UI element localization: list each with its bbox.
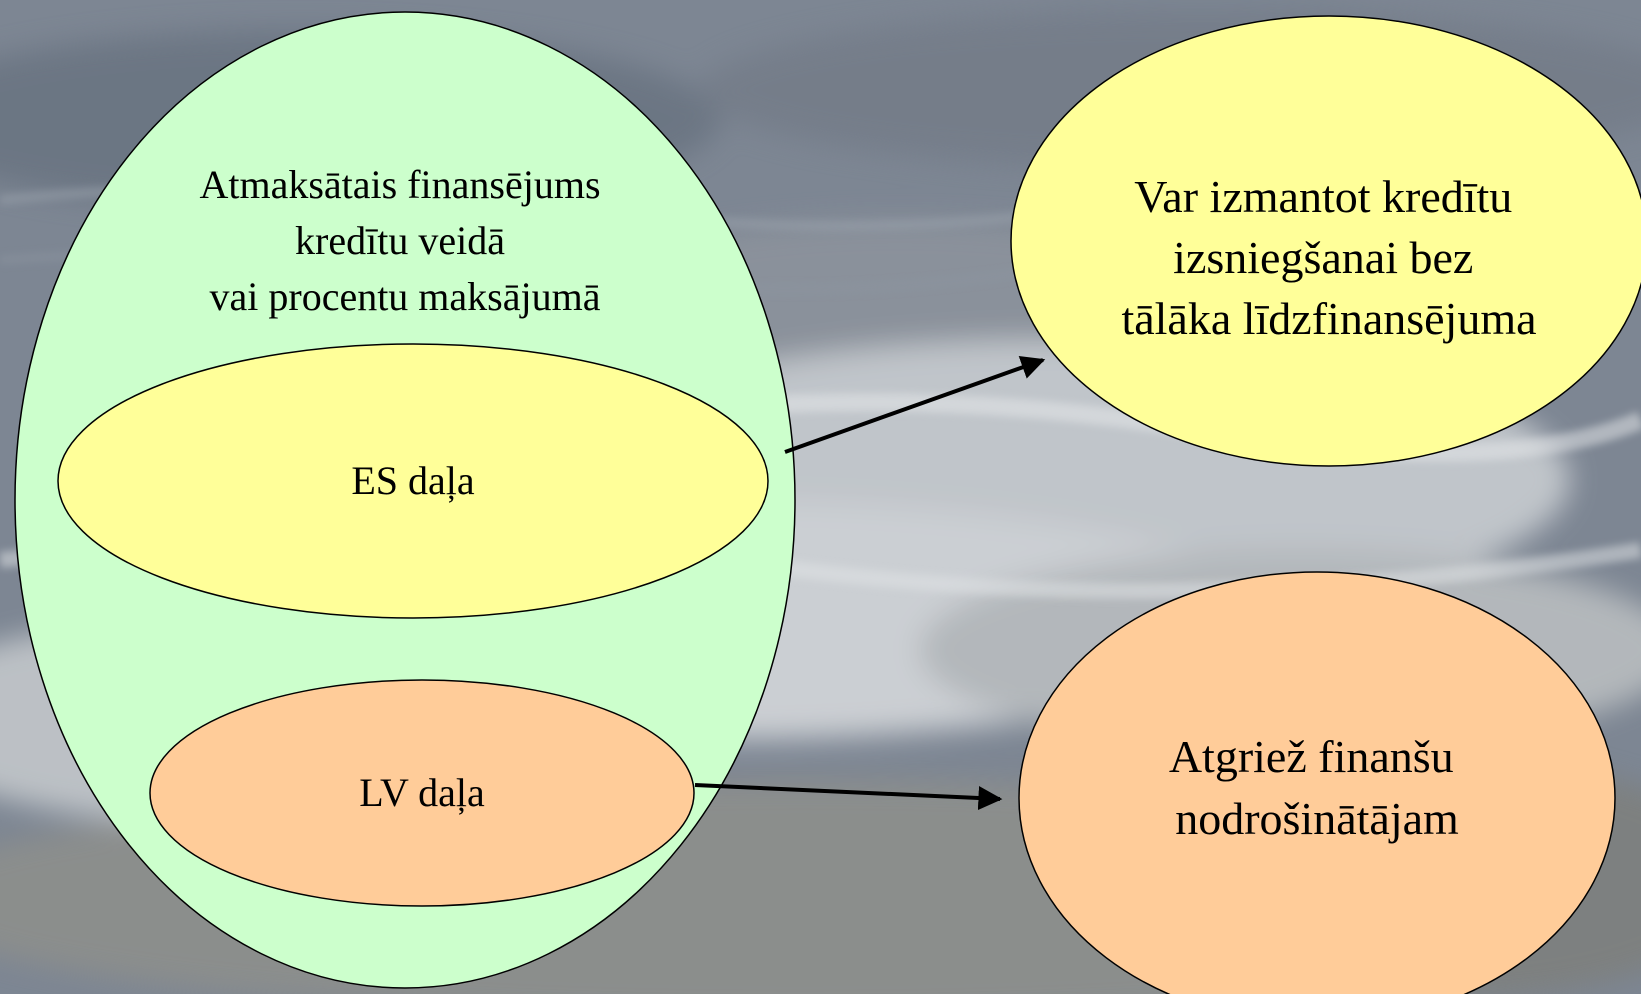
es-to-credit-arrow <box>784 355 1046 454</box>
lv-to-provider-arrow <box>694 783 1003 810</box>
repaid-financing-text: Atmaksātais finansējums kredītu veidā va… <box>199 162 610 319</box>
return-to-provider-text: Atgriež finanšu nodrošinātājam <box>1169 731 1465 844</box>
es-part-label: ES daļa <box>351 458 475 503</box>
credit-use-text: Var izmantot kredītu izsniegšanai bez tā… <box>1121 171 1536 344</box>
es-part-ellipse <box>57 343 769 619</box>
lv-part-ellipse <box>149 679 695 907</box>
credit-use-ellipse <box>1010 15 1641 467</box>
return-to-provider-ellipse <box>1018 571 1616 994</box>
lv-part-label: LV daļa <box>359 770 485 815</box>
